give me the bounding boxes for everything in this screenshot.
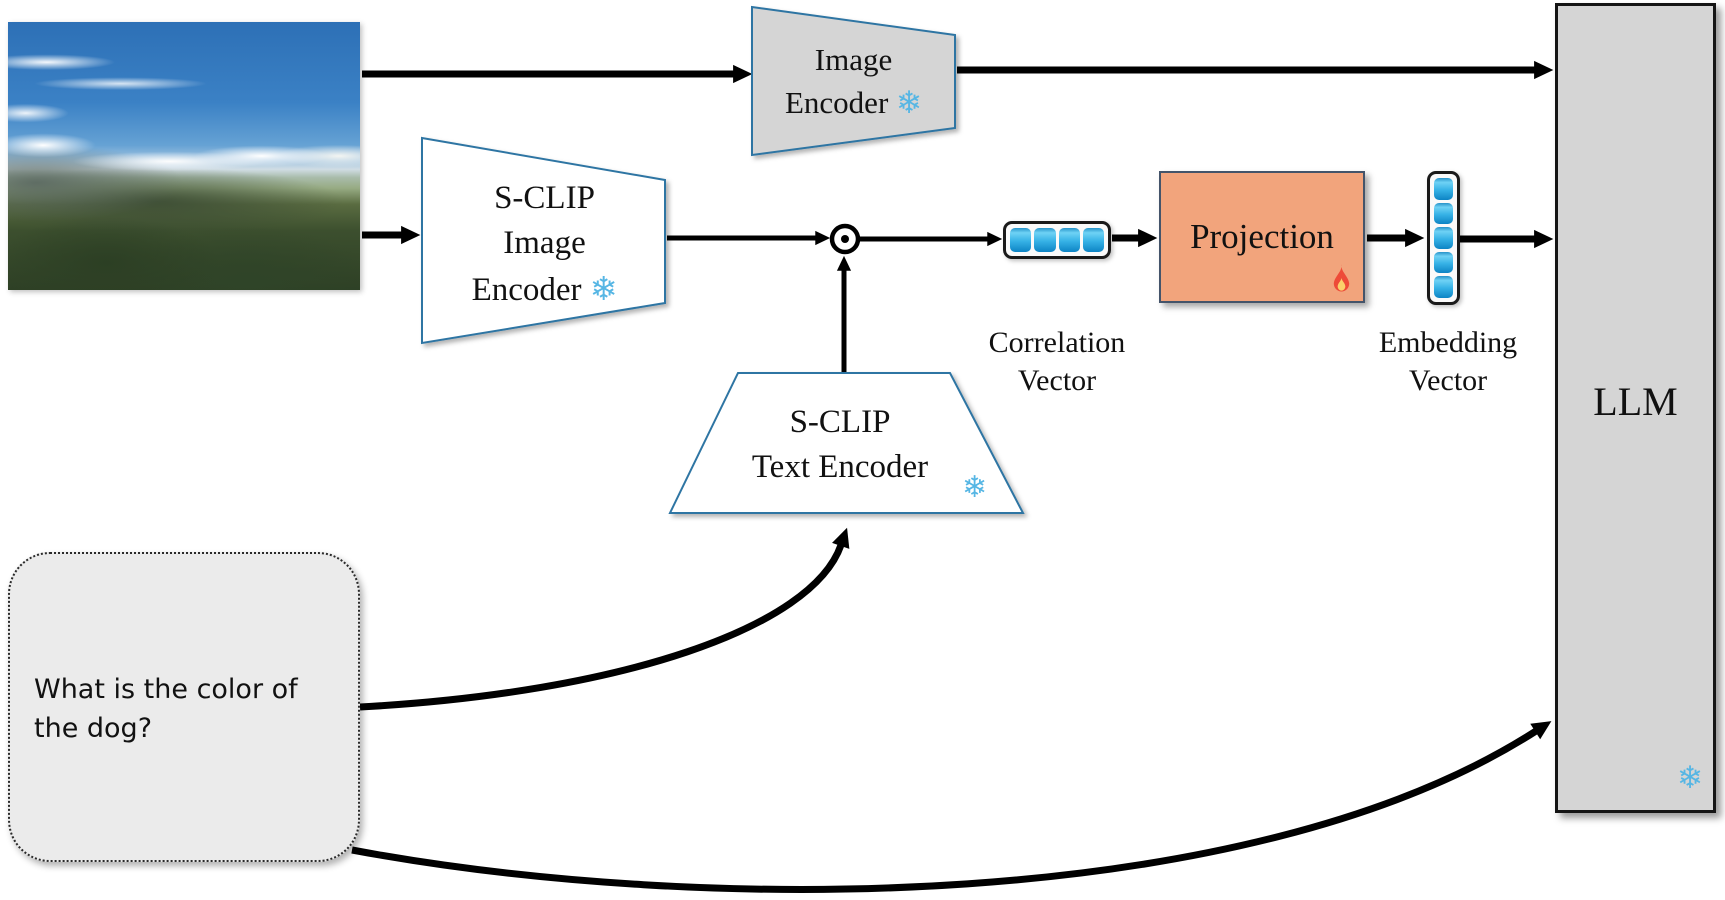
vector-cell xyxy=(1434,227,1453,249)
snowflake-icon: ❄ xyxy=(589,269,618,308)
embedding-vector xyxy=(1427,171,1460,305)
snowflake-icon: ❄ xyxy=(962,470,988,505)
landscape-photo xyxy=(8,22,360,290)
projection-label: Projection xyxy=(1190,217,1334,256)
vector-cell xyxy=(1434,251,1453,274)
vector-cell xyxy=(1434,202,1453,225)
dot-product-dot xyxy=(841,235,849,243)
vector-cell xyxy=(1434,178,1453,200)
embedding-label-line1: Embedding xyxy=(1378,326,1518,359)
question-box: What is the color of the dog? xyxy=(8,552,360,862)
vector-cell xyxy=(1010,228,1032,252)
correlation-vector-label: Correlation Vector xyxy=(955,324,1159,400)
arrow-question-to-llm xyxy=(351,721,1552,893)
question-text: What is the color of the dog? xyxy=(34,674,298,744)
correlation-vector xyxy=(1003,221,1111,259)
sclip-image-encoder-shape xyxy=(421,136,666,345)
sclip-text-encoder-line2: Text Encoder xyxy=(751,449,929,485)
arrow-question-to-text-encoder xyxy=(359,527,850,711)
correlation-label-line2: Vector xyxy=(1017,364,1097,397)
snowflake-icon: ❄ xyxy=(896,85,922,121)
correlation-label-line1: Correlation xyxy=(988,326,1126,359)
image-encoder-line1: Image xyxy=(814,42,893,77)
image-encoder-shape xyxy=(751,5,956,157)
image-encoder-line2: Encoder xyxy=(784,85,889,120)
sclip-image-encoder-line3: Encoder xyxy=(471,272,582,308)
sclip-image-encoder-label: S-CLIP Image Encoder ❄ xyxy=(424,176,665,313)
vector-cell xyxy=(1034,228,1056,252)
vector-cell xyxy=(1058,228,1080,252)
sclip-image-encoder-line2: Image xyxy=(503,225,586,261)
embedding-vector-label: Embedding Vector xyxy=(1346,324,1550,400)
vector-cell xyxy=(1434,276,1453,298)
embedding-label-line2: Vector xyxy=(1408,364,1488,397)
llm-label: LLM xyxy=(1593,379,1678,424)
projection-box: Projection xyxy=(1159,171,1365,303)
sclip-text-encoder-line1: S-CLIP xyxy=(789,404,891,440)
llm-box: LLM ❄ xyxy=(1555,3,1716,813)
sclip-text-encoder-shape xyxy=(668,372,1025,514)
vector-cell xyxy=(1082,228,1104,252)
image-encoder-label: Image Encoder ❄ xyxy=(752,38,955,125)
snowflake-icon: ❄ xyxy=(1677,760,1703,796)
sclip-image-encoder-line1: S-CLIP xyxy=(494,180,595,216)
sclip-text-encoder-label: S-CLIP Text Encoder xyxy=(692,400,988,490)
fire-icon xyxy=(1333,264,1350,292)
